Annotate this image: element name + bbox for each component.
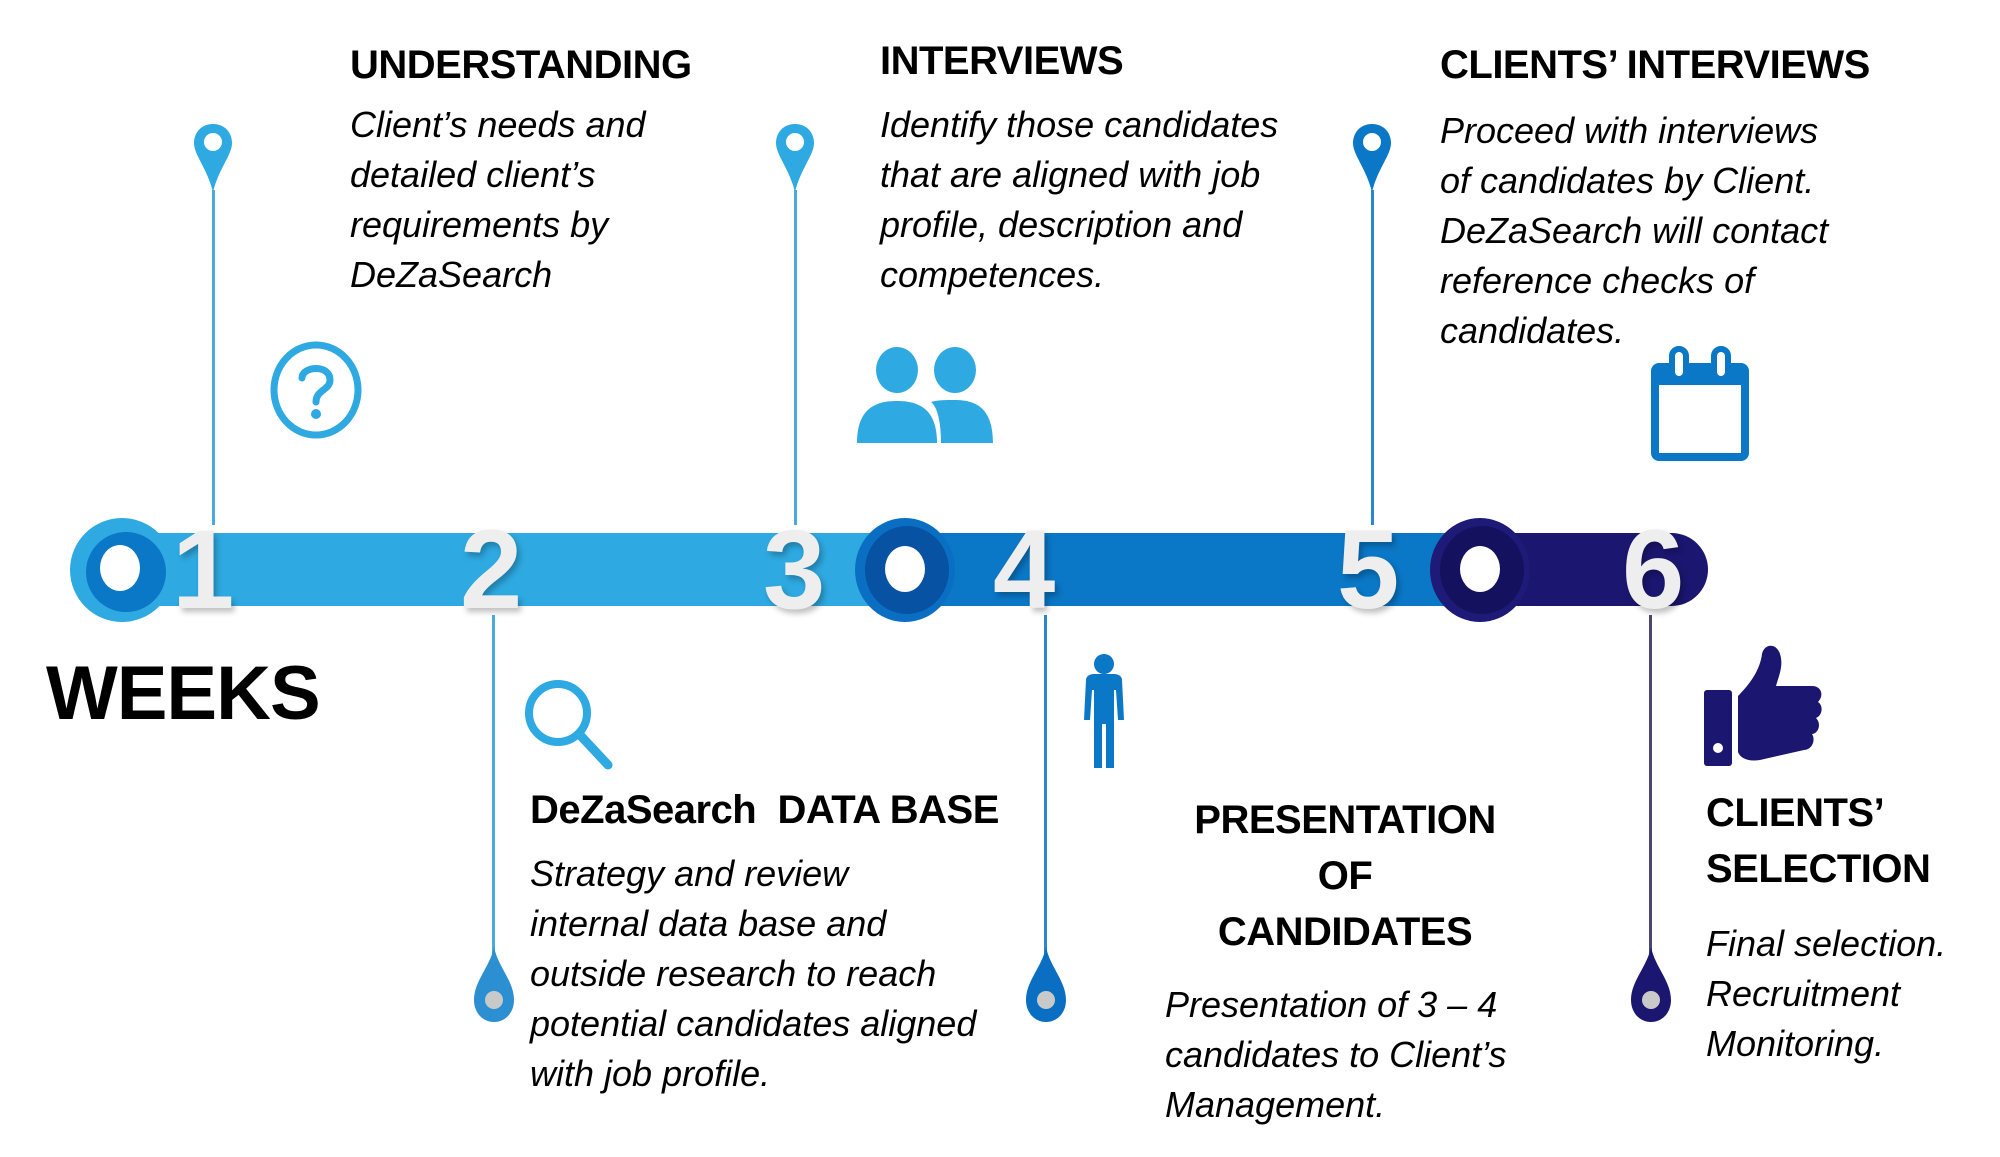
connector-line-week-1 [212, 190, 215, 525]
step-card-week-5: CLIENTS’ INTERVIEWS Proceed with intervi… [1440, 40, 1870, 356]
drop-marker-icon [1026, 947, 1066, 1022]
connector-line-week-5 [1371, 190, 1374, 525]
connector-line-week-4 [1044, 615, 1047, 955]
step-title: PRESENTATION OF CANDIDATES [1194, 798, 1496, 954]
drop-week-4 [1022, 945, 1070, 1025]
week-number-6: 6 [1622, 507, 1685, 632]
pin-week-3 [773, 122, 817, 194]
step-description: Proceed with interviews of candidates by… [1440, 110, 1829, 351]
pin-week-1 [191, 122, 235, 194]
week-number-2: 2 [460, 507, 523, 632]
step-description: Final selection. Recruitment Monitoring. [1706, 923, 1947, 1064]
thumbs-up-icon [1700, 640, 1826, 770]
calendar-icon [1650, 345, 1750, 461]
drop-marker-icon [1631, 947, 1671, 1022]
end-ring-marker [1430, 518, 1530, 622]
step-card-week-1: UNDERSTANDING Client’s needs and detaile… [350, 40, 692, 300]
week-number-1: 1 [172, 507, 235, 632]
step-card-week-3: INTERVIEWS Identify those candidates tha… [880, 36, 1278, 300]
step-title: DeZaSearch DATA BASE [530, 788, 999, 832]
step-description: Client’s needs and detailed client’s req… [350, 104, 646, 295]
start-ring-marker [70, 518, 174, 622]
step-description: Strategy and review internal data base a… [530, 853, 977, 1094]
bar-segment-mid [900, 533, 1490, 606]
drop-week-2 [470, 945, 518, 1025]
pin-week-5 [1350, 122, 1394, 194]
step-card-week-4: PRESENTATION OF CANDIDATES Presentation … [1165, 792, 1525, 1130]
mid-ring-marker [855, 518, 955, 622]
week-number-4: 4 [993, 507, 1056, 632]
map-pin-icon [776, 124, 814, 192]
step-title: CLIENTS’ INTERVIEWS [1440, 43, 1870, 87]
step-description: Presentation of 3 – 4 candidates to Clie… [1165, 984, 1507, 1125]
map-pin-icon [194, 124, 232, 192]
map-pin-icon [1353, 124, 1391, 192]
connector-line-week-2 [492, 615, 495, 955]
weeks-axis-label: WEEKS [46, 651, 321, 736]
week-number-5: 5 [1337, 507, 1400, 632]
bar-segment-light [110, 533, 910, 606]
people-icon [855, 345, 995, 445]
connector-line-week-6 [1649, 615, 1652, 955]
step-description: Identify those candidates that are align… [880, 104, 1279, 295]
step-title: UNDERSTANDING [350, 43, 692, 87]
step-card-week-2: DeZaSearch DATA BASE Strategy and review… [530, 785, 999, 1099]
drop-week-6 [1627, 945, 1675, 1025]
drop-marker-icon [474, 947, 514, 1022]
week-number-3: 3 [763, 507, 826, 632]
search-icon [520, 675, 620, 775]
person-icon [1078, 652, 1130, 772]
step-card-week-6: CLIENTS’ SELECTION Final selection. Recr… [1706, 785, 1946, 1069]
step-title: INTERVIEWS [880, 39, 1124, 83]
step-title: CLIENTS’ SELECTION [1706, 791, 1931, 891]
question-circle-icon [268, 340, 364, 440]
connector-line-week-3 [794, 190, 797, 525]
